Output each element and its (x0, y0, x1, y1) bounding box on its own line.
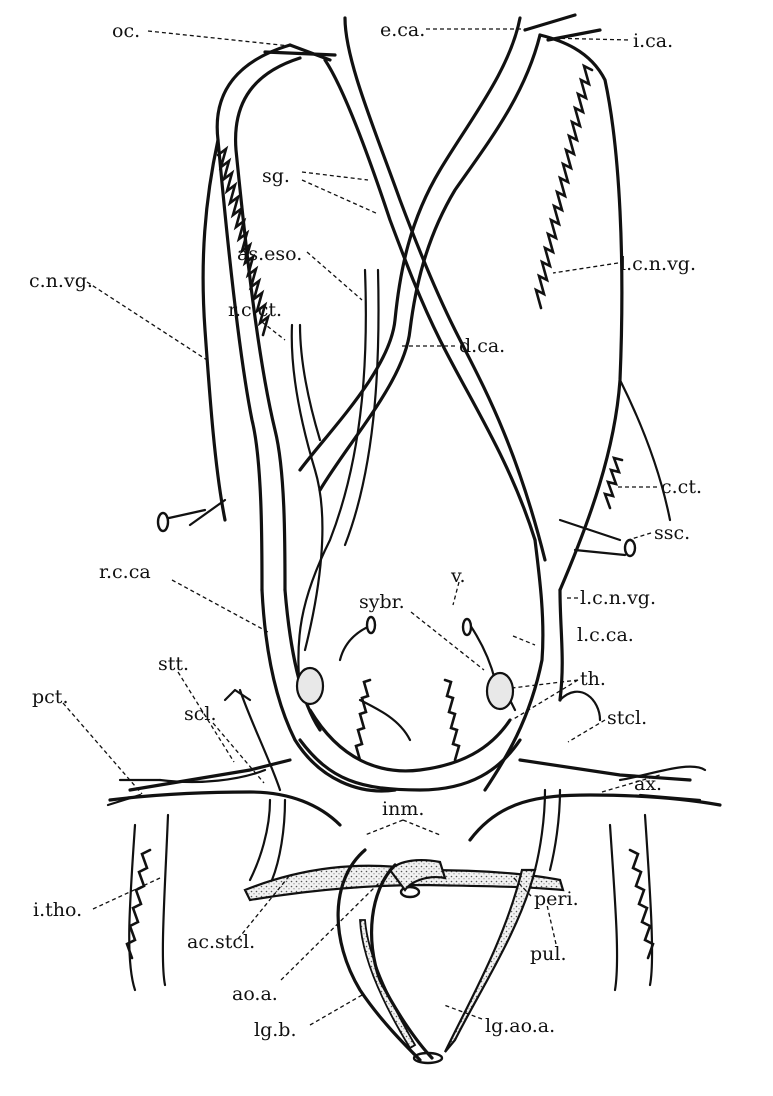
label-r-c-ct: r.c.ct. (228, 299, 282, 321)
label-ac-stcl: ac.stcl. (187, 931, 255, 953)
ligament-band (360, 920, 415, 1048)
label-l-c-n-vg-top: l.c.n.vg. (620, 253, 696, 275)
ascending-esophageal (298, 270, 366, 690)
accessory-subclavian-left (250, 800, 270, 880)
innominate-arch (300, 740, 520, 790)
label-ao-a: ao.a. (232, 983, 278, 1005)
label-i-tho: i.tho. (33, 899, 82, 921)
label-as-eso: as.eso. (237, 243, 302, 265)
thyroid-gland-left (297, 668, 323, 704)
label-pul: pul. (530, 943, 567, 965)
label-i-ca: i.ca. (633, 30, 673, 52)
label-r-c-ca: r.c.ca (99, 561, 151, 583)
label-inm: inm. (382, 798, 424, 820)
label-stcl: stcl. (607, 707, 647, 729)
label-oc: oc. (112, 20, 140, 42)
label-l-c-n-vg-mid: l.c.n.vg. (580, 587, 656, 609)
label-scl: scl. (184, 703, 217, 725)
label-sybr: sybr. (359, 591, 405, 613)
cervical-nerve-right (605, 458, 622, 508)
label-c-ct: c.ct. (661, 476, 702, 498)
cervical-nerve-trunk-left (203, 140, 225, 520)
dorsal-carotid-left (325, 60, 535, 540)
label-c-n-vg: c.n.vg. (29, 270, 93, 292)
label-l-c-ca: l.c.ca. (577, 624, 634, 646)
label-peri: peri. (534, 888, 579, 910)
label-lg-ao-a: lg.ao.a. (485, 1015, 555, 1037)
label-ssc: ssc. (654, 522, 690, 544)
label-d-ca: d.ca. (459, 335, 505, 357)
thyroid-gland-right (487, 673, 513, 709)
label-v: v. (450, 565, 466, 587)
label-th: th. (580, 668, 606, 690)
label-ax: ax. (634, 773, 662, 795)
subclavian-right (470, 795, 720, 840)
subclavian-left (110, 792, 340, 825)
label-pct: pct. (32, 686, 68, 708)
left-common-carotid (300, 18, 520, 470)
label-lg-b: lg.b. (254, 1019, 296, 1041)
label-stt: stt. (158, 653, 189, 675)
label-sg: sg. (262, 165, 290, 187)
label-e-ca: e.ca. (380, 19, 425, 41)
vagus-nerve-right (536, 66, 592, 308)
